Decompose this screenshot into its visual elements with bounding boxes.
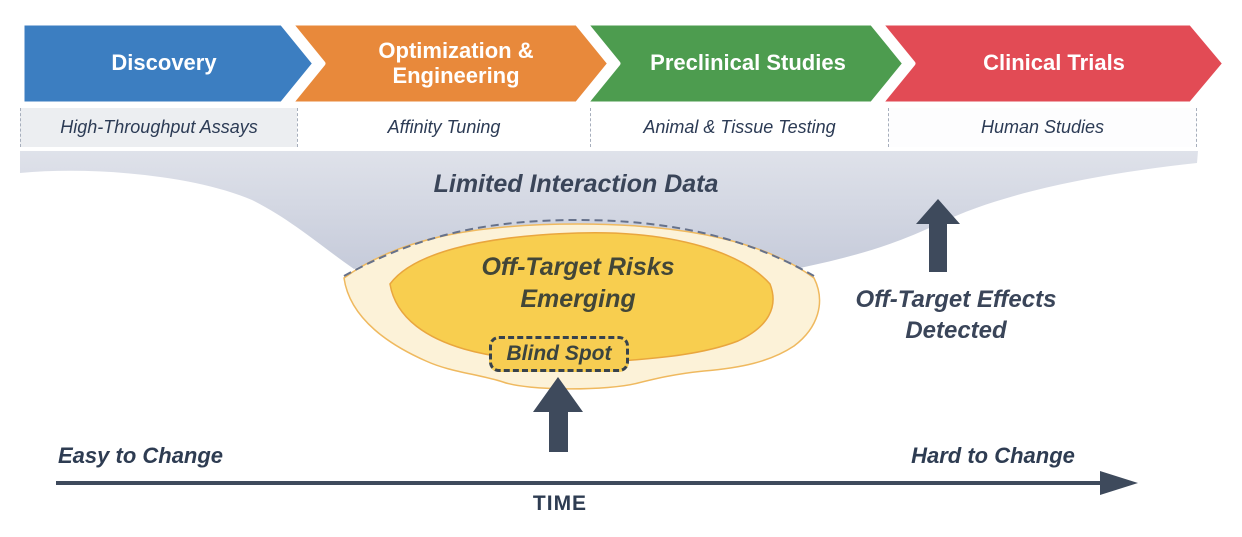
stage-label-discovery: Discovery — [111, 50, 217, 76]
blind-spot-label: Blind Spot — [506, 342, 612, 365]
time-axis-arrowhead-icon — [1100, 471, 1138, 495]
stage-sublabel-discovery: High-Throughput Assays — [20, 108, 297, 147]
limited-data-funnel-shape — [20, 151, 1198, 269]
stage-sublabel-clinical: Human Studies — [888, 108, 1197, 147]
off-target-effects-detected-label: Off-Target Effects Detected — [855, 285, 1057, 344]
stage-sublabel-optimization: Affinity Tuning — [297, 108, 590, 147]
time-axis-label: TIME — [532, 492, 588, 515]
stage-arrow-optimization — [287, 20, 613, 107]
blind-spot-badge: Blind Spot — [489, 336, 629, 372]
stage-arrow-preclinical — [582, 20, 908, 107]
funnel-risk-boundary-dashed-arc — [343, 218, 815, 277]
blind-spot-up-arrow-icon — [533, 377, 583, 452]
stage-label-clinical: Clinical Trials — [983, 50, 1125, 76]
easy-to-change-label: Easy to Change — [58, 443, 224, 468]
risk-zone-inner-blob — [389, 232, 774, 364]
stage-label-preclinical: Preclinical Studies — [650, 50, 846, 76]
off-target-risks-label: Off-Target Risks Emerging — [481, 253, 675, 313]
limited-interaction-data-label: Limited Interaction Data — [433, 169, 719, 198]
stage-arrow-clinical — [877, 20, 1228, 107]
stage-arrow-discovery — [19, 20, 318, 107]
stage-label-optimization: Optimization & Engineering — [378, 37, 534, 88]
hard-to-change-label: Hard to Change — [911, 443, 1075, 468]
detection-up-arrow-icon — [916, 199, 960, 272]
stage-sublabel-preclinical: Animal & Tissue Testing — [590, 108, 888, 147]
